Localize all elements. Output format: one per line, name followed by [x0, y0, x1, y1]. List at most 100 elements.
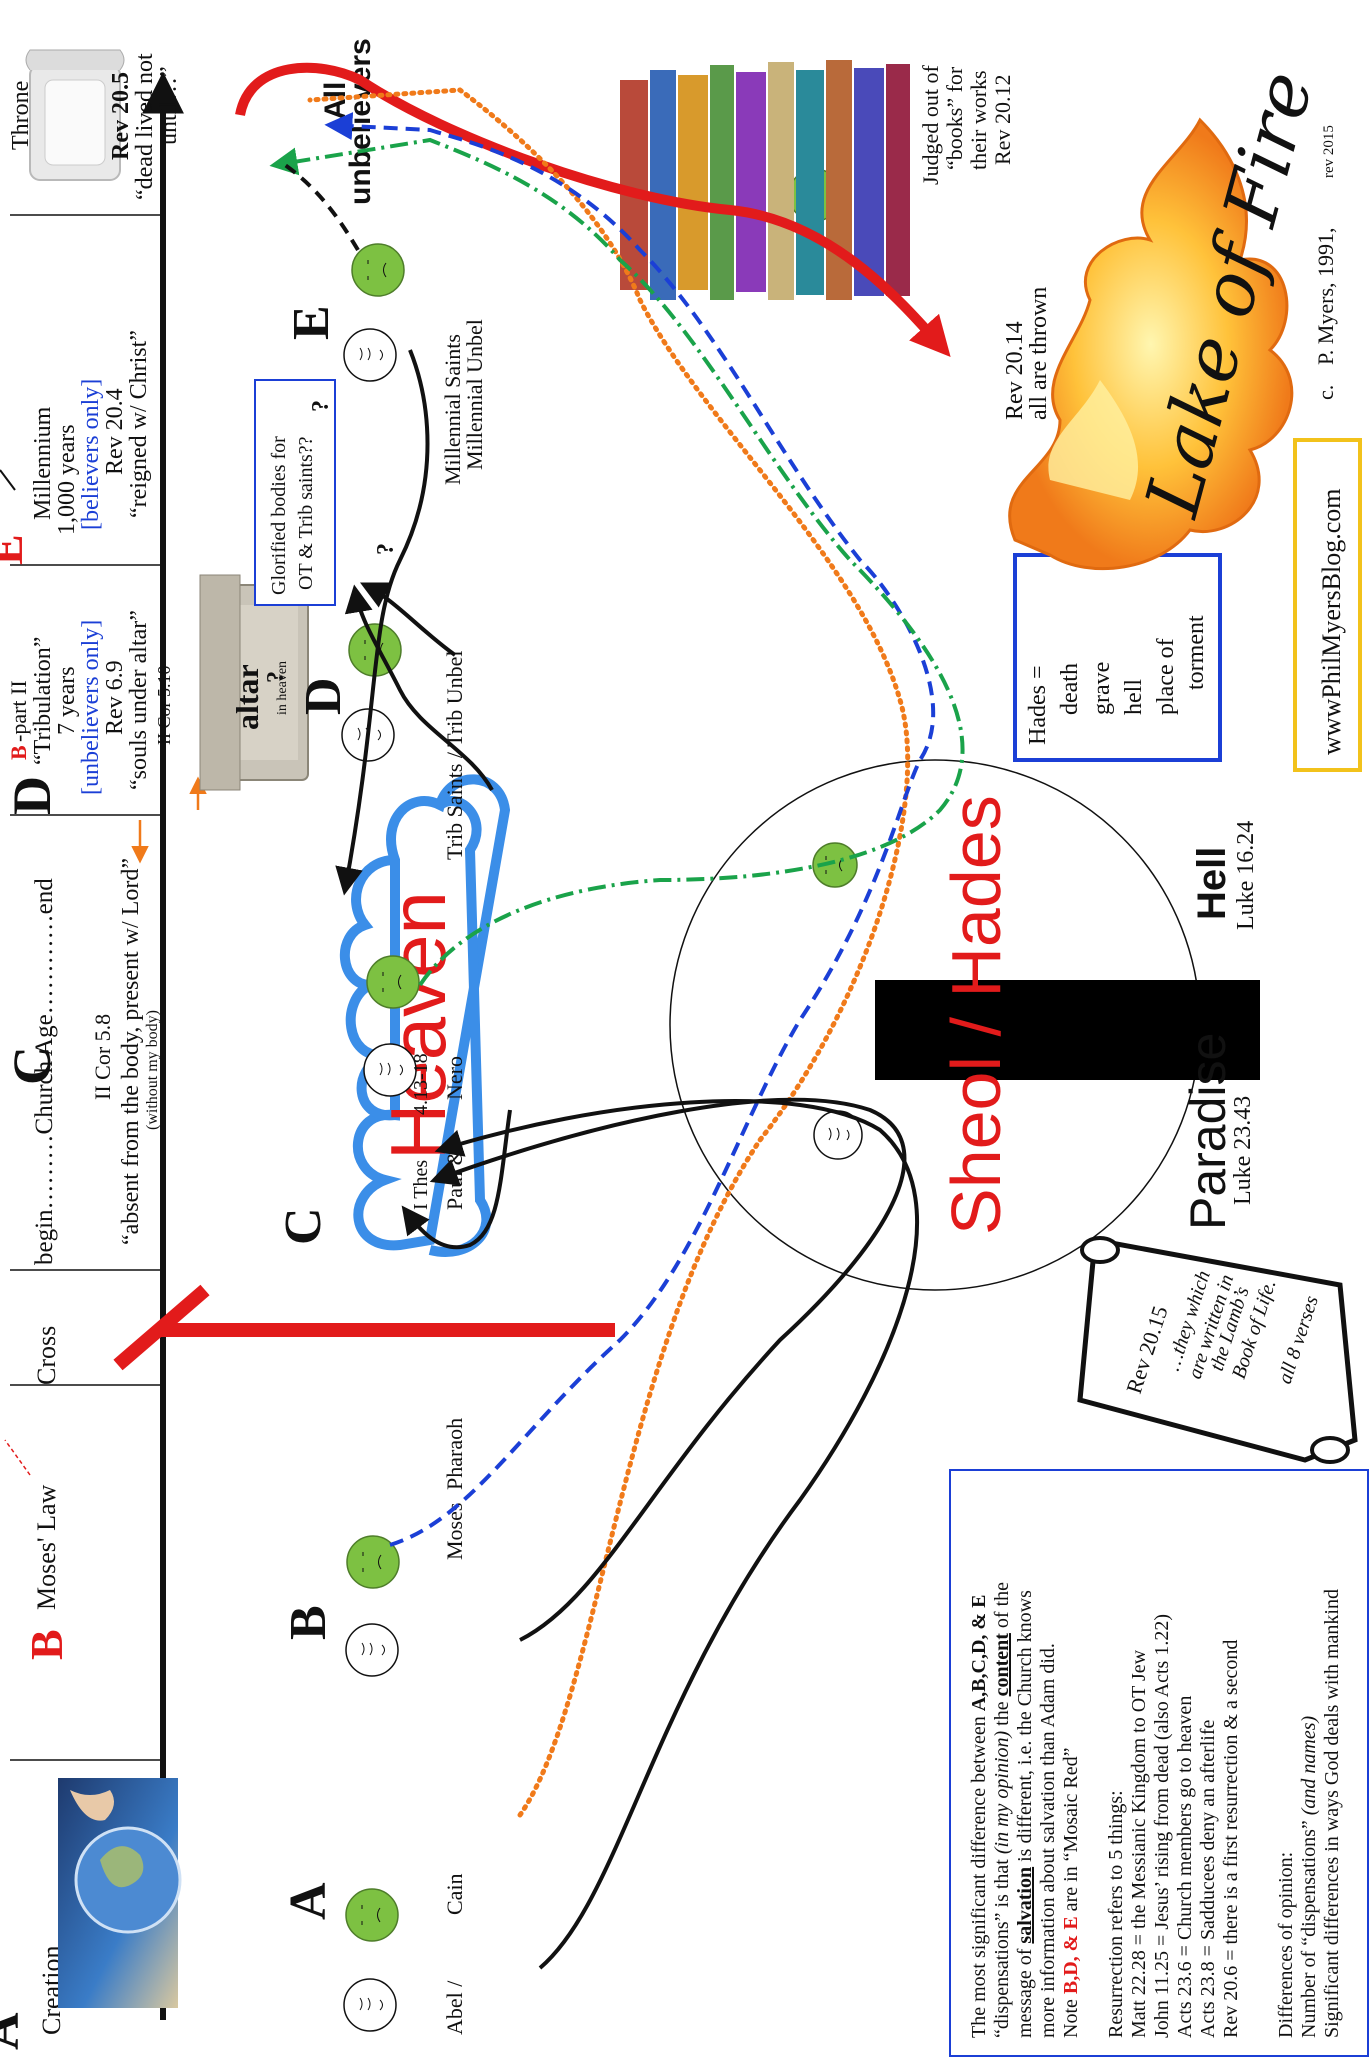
millennium-believers: [believers only]: [78, 379, 104, 530]
letter-d-top: D: [2, 776, 62, 815]
moses-red-dash: [4, 1439, 31, 1476]
moses-law-label: Moses' Law: [32, 1484, 61, 1610]
hell-label: Hell: [1190, 847, 1234, 920]
trib-unbelievers: [unbelievers only]: [78, 620, 104, 795]
face-paul: [363, 1043, 417, 1097]
trib-ref2: II Cor 5.10: [154, 666, 174, 746]
timeline-band: Creation A B Moses' Law Cross C begin…………: [0, 49, 207, 2050]
copyright-rev: rev 2015: [1321, 125, 1337, 178]
letter-b-face: B: [280, 1605, 337, 1640]
creation-earth-image: [58, 1778, 182, 2008]
judged-line-3: their works: [966, 70, 991, 170]
judged-line-2: “books” for: [942, 66, 967, 170]
altar-sub-label: in heaven: [275, 661, 290, 715]
e-black-tick: [0, 469, 16, 491]
letter-e-face: E: [283, 305, 340, 340]
rev205-quote-1: “dead lived not: [132, 53, 158, 200]
black-path-trib-up: [359, 582, 457, 657]
notes-box: [949, 1469, 1369, 2057]
note-p2-head: Resurrection refers to 5 things:: [1105, 1790, 1127, 2038]
rev2014-label-1: Rev 20.14: [1002, 321, 1028, 420]
letter-a-top: A: [0, 2012, 30, 2050]
millennium-title: Millennium: [30, 406, 56, 520]
hades-line-1: Hades =: [1025, 665, 1051, 745]
paradise-ref: Luke 23.43: [1230, 1096, 1256, 1205]
millennium-quote: “reigned w/ Christ”: [126, 330, 152, 518]
church-note: (without my body): [144, 1010, 161, 1130]
black-path-trib: [344, 584, 494, 791]
note-p2-2: John 11.25 = Jesus’ rising from dead (al…: [1151, 1614, 1173, 2038]
black-path-moses: [429, 1097, 907, 1642]
black-dashed-path: [283, 163, 360, 252]
paradise-label: Paradise: [1180, 1033, 1236, 1230]
trib-ref: Rev 6.9: [102, 660, 128, 735]
green-dashdot-path: [269, 137, 965, 987]
hades-lines: Hades = death grave hell place of tormen…: [1025, 615, 1209, 745]
red-judgement-curve: [235, 62, 951, 357]
hades-line-6: torment: [1183, 615, 1209, 690]
question-3: ?: [373, 543, 399, 555]
millennium-years: 1,000 years: [54, 424, 80, 535]
paul-label: Paul &: [442, 1148, 467, 1210]
glorified-line-1: Glorified bodies for: [268, 436, 290, 595]
letter-b-top: B: [21, 1629, 72, 1660]
note-p1-l1: The most significant difference between …: [968, 1595, 990, 2038]
all-unbelievers-2: unbelievers: [344, 38, 377, 205]
b-part-label: -part II: [6, 680, 31, 742]
trib-quote: “souls under altar”: [126, 610, 152, 790]
thes-ref-label: 4.13-18: [410, 1053, 432, 1115]
sheol-label: Sheol / Hades: [937, 795, 1015, 1235]
hades-line-5: place of: [1153, 638, 1179, 715]
face-mill-unbel: [351, 243, 405, 297]
face-moses: [345, 1623, 399, 1677]
trib-years: 7 years: [54, 666, 80, 735]
throne-label: Throne: [8, 81, 34, 150]
note-p1-l4: more information about salvation than Ad…: [1037, 1643, 1059, 2038]
glorified-line-2: OT & Trib saints??: [295, 436, 317, 590]
letter-c-top: C: [2, 1046, 62, 1085]
notes-text: The most significant difference between …: [968, 1582, 1343, 2038]
mill-unbel-label: Millennial Unbel: [462, 319, 487, 470]
sheol-divider: [875, 980, 1260, 1080]
face-pharaoh: [346, 1535, 400, 1589]
rev2014-label-2: all are thrown: [1026, 287, 1052, 420]
hades-line-4: hell: [1121, 679, 1147, 715]
note-p1-l2: “dispensations” is that (in my opinion) …: [991, 1582, 1013, 2038]
altar-image: [199, 574, 309, 791]
face-cain: [345, 1888, 399, 1942]
note-p3-l1: Number of “dispensations” (and names): [1298, 1716, 1320, 2038]
note-p1-l5: Note B,D, & E are in “Mosaic Red”: [1060, 1747, 1082, 2038]
millennium-ref: Rev 20.4: [102, 388, 128, 475]
heaven-letter-c: C: [275, 1207, 332, 1245]
glorified-box: [254, 379, 336, 606]
face-abel: [343, 1978, 397, 2032]
note-p2-3: Acts 23.6 = Church members go to heaven: [1174, 1696, 1196, 2038]
note-p2-5: Rev 20.6 = there is a first resurrection…: [1220, 1640, 1242, 2038]
note-p1-l3: message of salvation is different, i.e. …: [1014, 1590, 1036, 2038]
i-thes-label: I Thes: [410, 1160, 432, 1210]
copyright-c: c.: [1313, 385, 1338, 400]
trib-title: “Tribulation”: [30, 637, 56, 765]
rev205-quote-2: until…”: [156, 66, 182, 145]
path-lines: [235, 62, 965, 1970]
altar-label: altar: [229, 664, 265, 730]
black-path-paul: [401, 1109, 512, 1250]
nero-label: Nero: [442, 1056, 467, 1100]
letter-a-face: A: [280, 1882, 337, 1920]
hell-ref: Luke 16.24: [1233, 821, 1259, 930]
scroll-image: [1077, 1236, 1358, 1464]
moses-label: Moses: [442, 1503, 467, 1560]
copyright-name: P. Myers, 1991,: [1313, 227, 1338, 365]
note-p3-head: Differences of opinion:: [1275, 1852, 1297, 2038]
cain-label: Cain: [442, 1873, 467, 1915]
judged-line-1: Judged out of: [918, 65, 943, 185]
church-quote: “absent from the body, present w/ Lord”: [118, 858, 144, 1245]
hades-line-3: grave: [1089, 662, 1115, 715]
lake-of-fire-flames: [1008, 117, 1294, 571]
hades-line-2: death: [1057, 663, 1083, 715]
face-paradise: [813, 1110, 863, 1160]
black-path-abel: [434, 1099, 920, 1970]
mill-saints-label: Millennial Saints: [440, 334, 465, 485]
note-p3-l2: Significant differences in ways God deal…: [1321, 1589, 1343, 2038]
